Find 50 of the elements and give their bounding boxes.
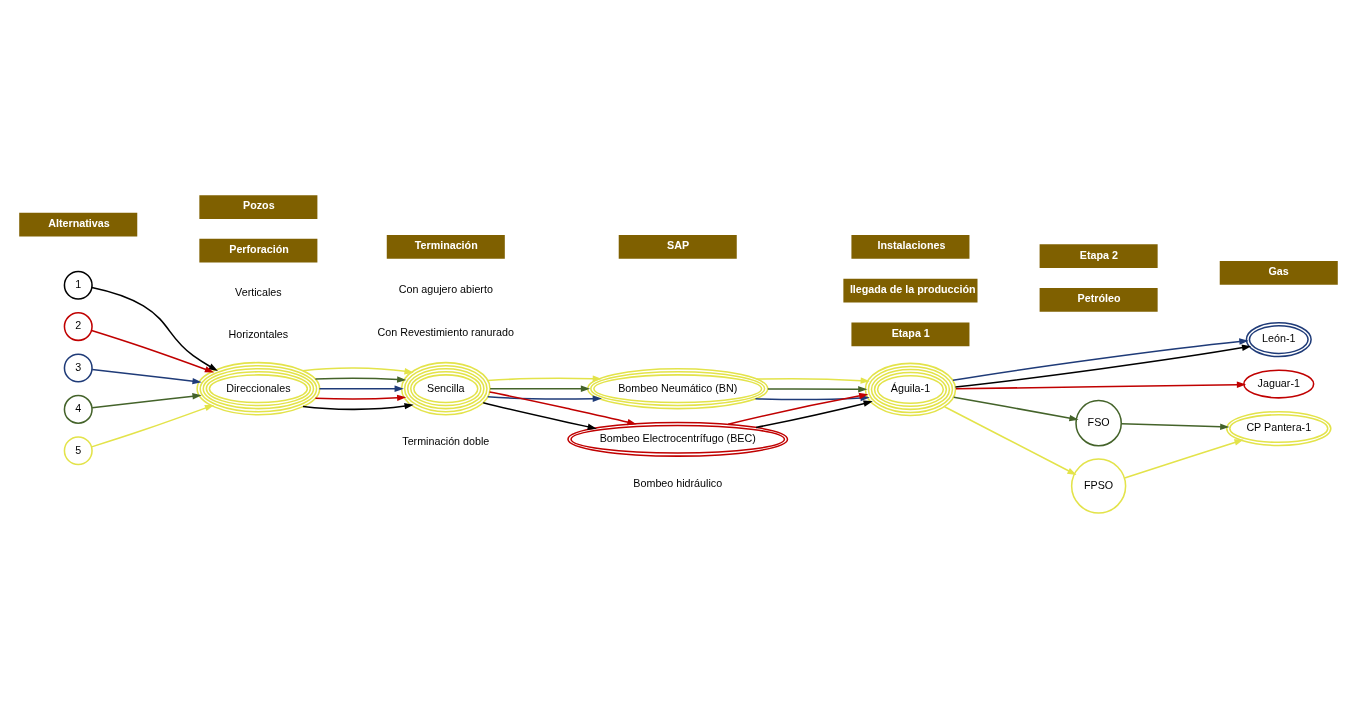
- label: Verticales: [235, 286, 282, 299]
- arrow: [318, 385, 404, 392]
- arrow: [955, 381, 1247, 390]
- arrow: [755, 400, 873, 429]
- arrow: [1123, 439, 1244, 479]
- node-ellipse: Jaguar-1: [1243, 369, 1315, 399]
- label: llegada de la producción: [849, 283, 976, 296]
- label: Instalaciones: [877, 239, 946, 252]
- arrow: [952, 338, 1249, 382]
- label: Alternativas: [48, 217, 110, 230]
- node-circle: 1: [63, 270, 93, 300]
- label: Terminación doble: [402, 435, 490, 448]
- label: Perforación: [229, 243, 289, 256]
- node-circle: 2: [63, 312, 93, 342]
- node-circle: FSO: [1075, 399, 1122, 447]
- node-circle: 4: [63, 394, 93, 424]
- arrow: [90, 404, 215, 448]
- arrow: [487, 375, 602, 382]
- arrow: [489, 385, 591, 392]
- label: Con agujero abierto: [398, 283, 493, 296]
- arrow: [314, 394, 407, 402]
- arrow: [488, 391, 637, 426]
- arrow: [302, 402, 414, 411]
- node-circle: 5: [63, 436, 93, 466]
- arrow: [487, 395, 602, 402]
- arrow: [91, 368, 202, 385]
- label: Pozos: [243, 199, 275, 212]
- arrow: [1120, 423, 1230, 431]
- arrow: [314, 376, 407, 383]
- arrow: [91, 286, 218, 371]
- label: Etapa 2: [1079, 248, 1118, 261]
- arrow: [90, 329, 215, 373]
- label: Con Revestimiento ranurado: [377, 325, 515, 338]
- arrow: [943, 405, 1077, 475]
- arrow: [302, 367, 414, 375]
- node-circle: FPSO: [1070, 458, 1127, 514]
- label: Bombeo hidráulico: [633, 476, 723, 489]
- arrow: [767, 386, 868, 393]
- label: Gas: [1268, 265, 1289, 278]
- arrow: [756, 377, 870, 384]
- arrow: [482, 401, 597, 430]
- label: Terminación: [414, 239, 478, 252]
- arrow: [954, 344, 1252, 388]
- label: Petróleo: [1077, 292, 1121, 305]
- arrow: [91, 393, 202, 409]
- node-circle: 3: [63, 353, 93, 383]
- label: SAP: [667, 239, 690, 252]
- arrow: [953, 396, 1079, 422]
- label: Etapa 1: [891, 326, 930, 339]
- label: Horizontales: [228, 327, 289, 340]
